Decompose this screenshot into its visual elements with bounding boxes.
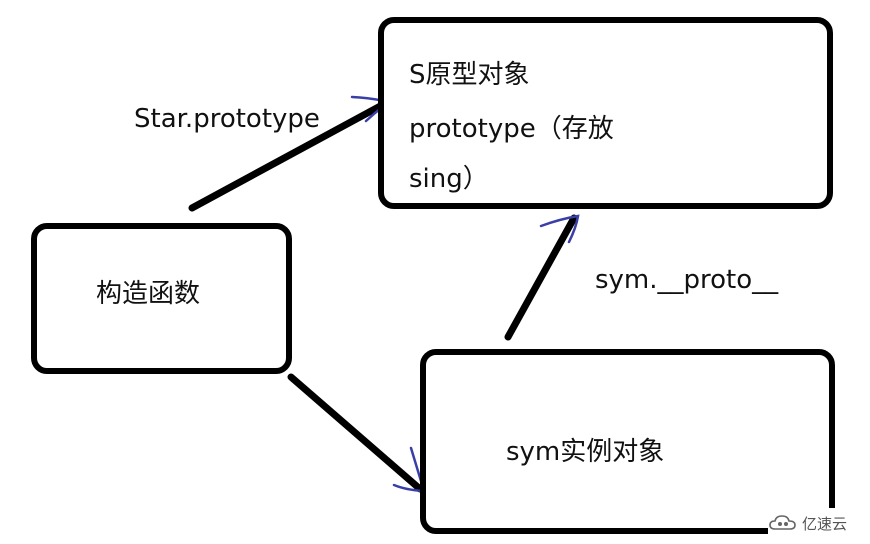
prototype-object-title: S原型对象 bbox=[409, 60, 530, 90]
prototype-object-box bbox=[378, 17, 833, 209]
edge-constructor-to-prototype bbox=[188, 100, 388, 212]
edge-instance-to-prototype bbox=[504, 214, 578, 341]
edge-constructor-to-instance bbox=[287, 373, 424, 493]
constructor-box bbox=[31, 223, 292, 374]
instance-object-box bbox=[420, 349, 835, 534]
prototype-object-line2: prototype（存放 bbox=[409, 114, 614, 144]
edge-label-sym-proto: sym.__proto__ bbox=[595, 265, 779, 295]
cloud-logo-icon bbox=[769, 515, 796, 530]
constructor-label: 构造函数 bbox=[96, 279, 201, 309]
edge-label-star-prototype: Star.prototype bbox=[134, 104, 320, 134]
watermark-text: 亿速云 bbox=[802, 514, 848, 533]
instance-label: sym实例对象 bbox=[506, 437, 665, 467]
prototype-object-line3: sing） bbox=[409, 164, 489, 194]
watermark: 亿速云 bbox=[768, 508, 864, 538]
arrowhead-upward-icon bbox=[539, 214, 580, 244]
